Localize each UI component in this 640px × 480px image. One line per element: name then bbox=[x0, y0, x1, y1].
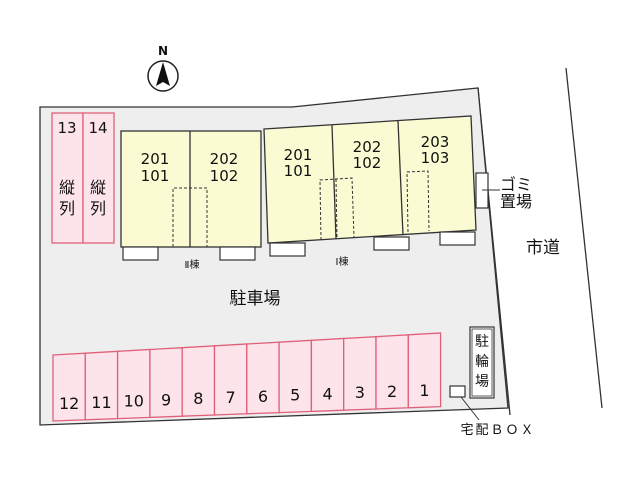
parking-kind-char: 縦 bbox=[90, 178, 106, 197]
parking-number: 4 bbox=[322, 384, 332, 403]
stair-dashed bbox=[172, 187, 208, 247]
parking-kind-char: 列 bbox=[59, 199, 75, 218]
building-1: 201 101 202 102 203 103 Ⅰ棟 bbox=[263, 115, 477, 268]
road-edge-right bbox=[565, 67, 603, 409]
parking-number: 2 bbox=[387, 382, 397, 401]
parking-row-bottom: 12 11 10 9 8 7 6 5 4 3 2 1 bbox=[52, 332, 442, 422]
parking-lot-label: 駐車場 bbox=[230, 289, 281, 309]
stair-dashed bbox=[406, 170, 430, 233]
unit-number: 202 bbox=[210, 150, 239, 168]
vertical-parking-13: 13 縦 列 bbox=[51, 112, 84, 244]
balcony bbox=[122, 246, 159, 261]
unit-number: 102 bbox=[353, 154, 382, 172]
unit-number: 201 bbox=[284, 146, 313, 164]
garbage-area: ゴミ 置場 bbox=[475, 172, 532, 211]
unit-number: 101 bbox=[284, 162, 313, 180]
unit-number: 102 bbox=[210, 167, 239, 185]
bicycle-label-char: 輪 bbox=[475, 353, 489, 370]
parking-number: 10 bbox=[124, 392, 144, 411]
bicycle-label-char: 駐 bbox=[475, 334, 489, 350]
parking-kind-char: 縦 bbox=[59, 178, 75, 197]
unit-number: 202 bbox=[353, 138, 382, 156]
building-2: 201 101 202 102 Ⅱ棟 bbox=[120, 130, 262, 271]
parking-space bbox=[407, 332, 442, 409]
parking-number: 9 bbox=[161, 390, 171, 409]
unit-number: 201 bbox=[141, 150, 170, 168]
garbage-label-line: 置場 bbox=[500, 192, 532, 211]
delivery-box: 宅配ＢＯＸ bbox=[449, 385, 535, 438]
balcony bbox=[373, 236, 410, 251]
balcony bbox=[219, 246, 256, 261]
bicycle-label-char: 場 bbox=[475, 374, 489, 390]
balcony bbox=[439, 231, 476, 246]
parking-number: 14 bbox=[88, 119, 107, 137]
parking-number: 5 bbox=[290, 386, 300, 405]
parking-number: 3 bbox=[355, 383, 365, 402]
vertical-parking-14: 14 縦 列 bbox=[82, 112, 115, 244]
unit-number: 103 bbox=[421, 149, 450, 167]
unit-number: 101 bbox=[141, 167, 170, 185]
parking-number: 7 bbox=[226, 388, 236, 407]
north-label: N bbox=[158, 44, 168, 58]
delivery-box-label: 宅配ＢＯＸ bbox=[460, 423, 535, 438]
parking-number: 1 bbox=[419, 381, 429, 400]
parking-number: 6 bbox=[258, 387, 268, 406]
parking-kind-char: 列 bbox=[90, 199, 106, 218]
parking-number: 12 bbox=[59, 394, 79, 413]
building-label: Ⅰ棟 bbox=[336, 255, 349, 268]
building-label: Ⅱ棟 bbox=[185, 258, 200, 271]
unit-number: 203 bbox=[421, 133, 450, 151]
parking-number: 11 bbox=[91, 393, 111, 412]
north-compass: N bbox=[147, 44, 179, 92]
road-label: 市道 bbox=[526, 238, 560, 258]
parking-number: 8 bbox=[193, 389, 203, 408]
garbage-label-line: ゴミ bbox=[500, 175, 532, 194]
parking-number: 13 bbox=[57, 119, 76, 137]
stair-dashed bbox=[319, 177, 355, 241]
bicycle-parking: 駐 輪 場 bbox=[469, 326, 495, 399]
balcony bbox=[269, 242, 306, 257]
